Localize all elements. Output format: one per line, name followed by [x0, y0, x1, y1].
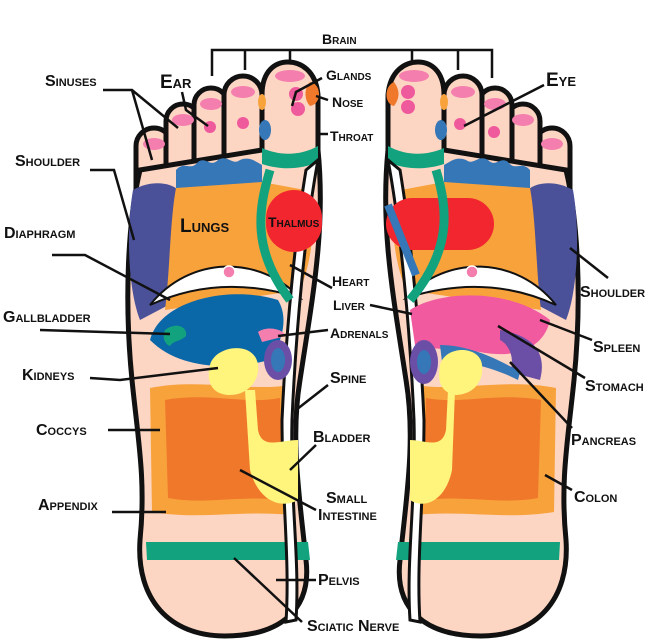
leader-small-intestine: [239, 468, 317, 512]
label-small-intestine-line1: Small: [326, 490, 367, 507]
label-shoulder-right: Shoulder: [580, 284, 645, 301]
leader-glands: [290, 76, 323, 107]
label-pelvis: Pelvis: [318, 572, 360, 589]
label-sciatic-nerve: Sciatic Nerve: [307, 618, 399, 635]
leader-colon: [544, 473, 573, 492]
label-brain: Brain: [322, 31, 357, 47]
label-lungs: Lungs: [180, 216, 229, 237]
label-colon: Colon: [574, 489, 617, 506]
left-foot: [128, 62, 322, 636]
brain-bracket: [210, 48, 494, 78]
leader-shoulder-right: [569, 247, 609, 279]
label-diaphragm: Diaphragm: [4, 225, 75, 242]
leader-sciatic-nerve: [233, 557, 303, 623]
label-glands: Glands: [326, 67, 372, 83]
label-liver: Liver: [333, 297, 366, 313]
label-ear: Ear: [160, 72, 192, 93]
label-kidneys: Kidneys: [22, 367, 75, 384]
leader-heart: [289, 263, 333, 290]
leader-diaphragm: [52, 253, 171, 302]
label-pancreas: Pancreas: [571, 432, 636, 449]
label-nose: Nose: [332, 94, 364, 110]
label-appendix: Appendix: [38, 497, 99, 514]
thalmus-zone: [266, 190, 322, 252]
label-bladder: Bladder: [313, 429, 370, 446]
label-adrenals: Adrenals: [330, 325, 389, 341]
leader-shoulder-left: [90, 168, 136, 241]
label-sinuses: Sinuses: [45, 73, 97, 90]
leader-bladder: [289, 444, 317, 471]
leader-spleen: [539, 318, 593, 342]
label-spine: Spine: [330, 370, 366, 387]
leader-adrenals: [277, 328, 329, 338]
leader-pancreas: [509, 361, 573, 429]
leader-liver: [369, 303, 413, 316]
label-stomach: Stomach: [585, 378, 644, 395]
label-coccys: Coccys: [36, 422, 87, 439]
label-gallbladder: Gallbladder: [3, 309, 91, 326]
leader-kidneys: [89, 366, 219, 382]
leader-nose: [315, 94, 329, 102]
label-shoulder-left: Shoulder: [15, 153, 80, 170]
leader-gallbladder: [39, 328, 171, 336]
label-spleen: Spleen: [593, 339, 640, 356]
leader-spine: [295, 384, 329, 411]
leader-eye: [463, 83, 545, 128]
label-thalmus: Thalmus: [268, 214, 320, 230]
label-eye: Eye: [546, 70, 576, 91]
leader-sinuses: [103, 88, 179, 161]
label-heart: Heart: [332, 273, 369, 289]
label-throat: Throat: [330, 128, 373, 144]
leader-ear: [180, 91, 209, 128]
label-small-intestine-line2: Intestine: [318, 507, 377, 524]
leader-stomach: [497, 324, 586, 380]
right-foot: [386, 62, 579, 636]
